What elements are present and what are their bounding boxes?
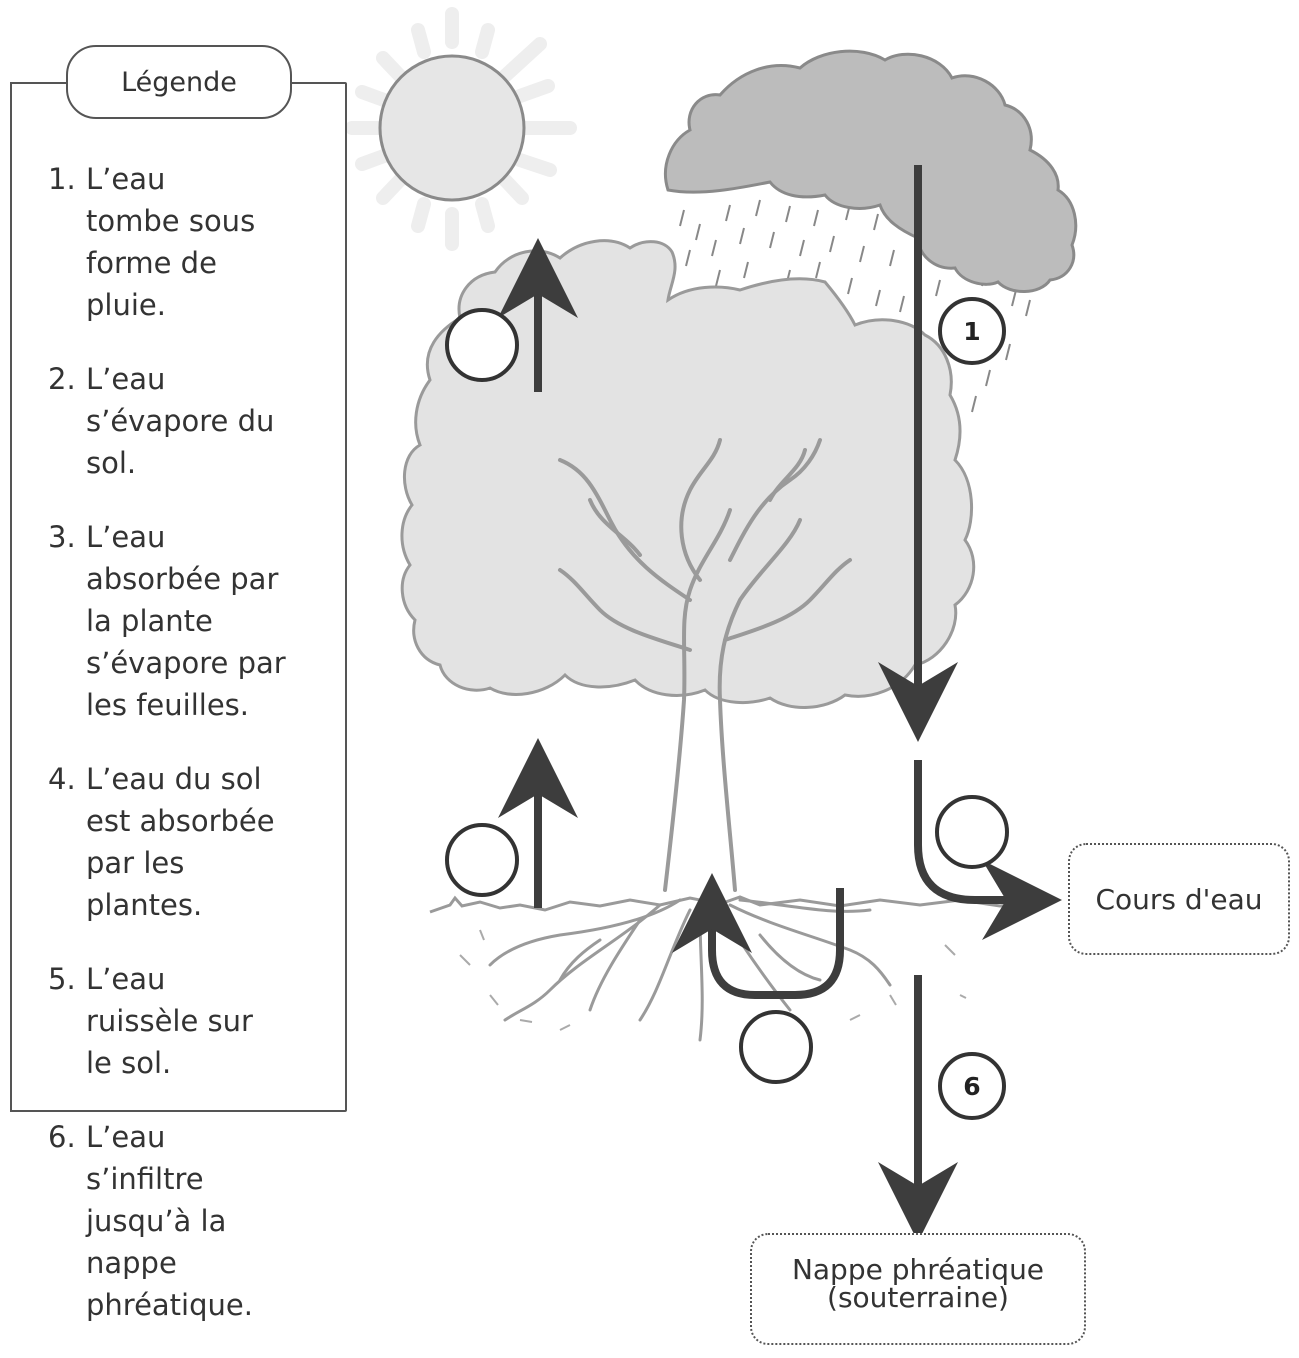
empty-circle-evaporation (445, 308, 519, 382)
groundwater-label-line1: Nappe phréatique (791, 1253, 1045, 1286)
legend-item-number: 6. (48, 1120, 76, 1154)
empty-circle-runoff (935, 795, 1009, 869)
badge-rain: 1 (938, 297, 1006, 365)
legend-box (10, 82, 347, 1112)
groundwater-label-line2: (souterraine) (827, 1281, 1009, 1314)
legend-list: 1. L’eau tombe sous forme de pluie. 2. L… (48, 158, 338, 1358)
legend-item-text: L’eau du sol est absorbée par les plante… (86, 762, 275, 922)
legend-item: 6. L’eau s’infiltre jusqu’à la nappe phr… (48, 1116, 338, 1326)
runoff-arrow (914, 760, 1062, 940)
legend-item-text: L’eau s’évapore du sol. (86, 362, 275, 480)
legend-title: Légende (66, 45, 292, 119)
legend-item-number: 5. (48, 962, 76, 996)
legend-item-number: 4. (48, 762, 76, 796)
absorption-arrow (672, 873, 844, 999)
tree-trunk-icon (558, 438, 852, 892)
badge-infiltration: 6 (938, 1052, 1006, 1120)
soil-dashes-icon (459, 929, 967, 1049)
legend-item-text: L’eau absorbée par la plante s’évapore p… (86, 520, 286, 722)
legend-item: 2. L’eau s’évapore du sol. (48, 358, 338, 484)
legend-item-number: 3. (48, 520, 76, 554)
legend-item-number: 2. (48, 362, 76, 396)
tree-roots-icon (488, 898, 892, 1042)
legend-item: 3. L’eau absorbée par la plante s’évapor… (48, 516, 338, 726)
tree-foliage-icon (400, 239, 976, 709)
river-box: Cours d'eau (1068, 843, 1290, 955)
empty-circle-transpiration (445, 823, 519, 897)
river-label: Cours d'eau (1095, 882, 1263, 916)
legend-item-text: L’eau ruissèle sur le sol. (86, 962, 253, 1080)
sun-icon (345, 7, 577, 251)
legend-item-text: L’eau s’infiltre jusqu’à la nappe phréat… (86, 1120, 253, 1322)
legend-item: 4. L’eau du sol est absorbée par les pla… (48, 758, 338, 926)
legend-item: 5. L’eau ruissèle sur le sol. (48, 958, 338, 1084)
cloud-icon (663, 49, 1078, 293)
empty-circle-absorption (739, 1010, 813, 1084)
empty-answer-circles (445, 308, 1009, 1084)
groundwater-label: Nappe phréatique (souterraine) (792, 1256, 1044, 1312)
groundwater-box: Nappe phréatique (souterraine) (750, 1233, 1086, 1345)
flow-arrows (498, 165, 1062, 1242)
legend-item-text: L’eau tombe sous forme de pluie. (86, 162, 256, 322)
legend-item-number: 1. (48, 162, 76, 196)
legend-item: 1. L’eau tombe sous forme de pluie. (48, 158, 338, 326)
